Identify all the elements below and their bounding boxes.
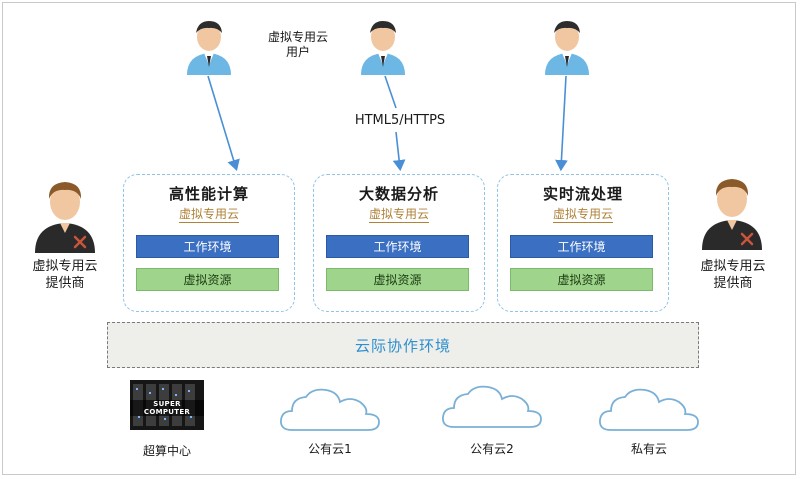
supercomputer-caption: SUPER COMPUTER xyxy=(130,400,204,416)
provider-label-left: 虚拟专用云 提供商 xyxy=(20,258,110,292)
panel-stream-title: 实时流处理 xyxy=(542,185,623,203)
collab-band: 云际协作环境 xyxy=(107,322,699,368)
panel-stream-subtitle: 虚拟专用云 xyxy=(498,205,668,223)
panel-hpc-work-env: 工作环境 xyxy=(136,235,279,258)
panel-big-data-subtitle-text: 虚拟专用云 xyxy=(368,207,429,223)
supercomputer-label: 超算中心 xyxy=(142,444,191,458)
public-cloud-1-label: 公有云1 xyxy=(308,442,352,456)
panel-big-data-virtual-resource: 虚拟资源 xyxy=(326,268,469,291)
arrow-user3 xyxy=(555,75,568,172)
public-cloud-1-icon xyxy=(280,388,380,431)
supercomputer-icon: SUPER COMPUTER xyxy=(130,380,204,430)
panel-big-data-work-env: 工作环境 xyxy=(326,235,469,258)
panel-big-data: 大数据分析 虚拟专用云 工作环境 虚拟资源 xyxy=(313,174,485,312)
panel-stream-work-env: 工作环境 xyxy=(510,235,653,258)
panel-big-data-subtitle: 虚拟专用云 xyxy=(314,205,484,223)
panel-stream-subtitle-text: 虚拟专用云 xyxy=(552,207,613,223)
collab-band-label: 云际协作环境 xyxy=(354,336,451,355)
panel-hpc: 高性能计算 虚拟专用云 工作环境 虚拟资源 xyxy=(123,174,295,312)
protocol-label: HTML5/HTTPS xyxy=(354,113,446,128)
private-cloud-label: 私有云 xyxy=(630,442,667,456)
public-cloud-2-label: 公有云2 xyxy=(470,442,514,456)
arrow-user2 xyxy=(384,75,397,109)
panel-big-data-title: 大数据分析 xyxy=(358,185,439,203)
arrow-user1 xyxy=(207,75,240,172)
provider-avatar-right-icon xyxy=(700,172,764,250)
user-avatar-2-icon xyxy=(358,15,408,75)
user-avatar-1-icon xyxy=(184,15,234,75)
panel-stream: 实时流处理 虚拟专用云 工作环境 虚拟资源 xyxy=(497,174,669,312)
provider-label-right: 虚拟专用云 提供商 xyxy=(688,258,778,292)
provider-avatar-left-icon xyxy=(33,175,97,253)
user-avatar-3-icon xyxy=(542,15,592,75)
panel-hpc-title: 高性能计算 xyxy=(168,185,249,203)
provider-label-right-line1: 虚拟专用云 xyxy=(700,259,766,274)
provider-label-left-line1: 虚拟专用云 xyxy=(32,259,98,274)
users-label-line2: 用户 xyxy=(285,45,310,59)
users-label-line1: 虚拟专用云 xyxy=(267,30,328,44)
arrow-user2-lower xyxy=(392,131,406,172)
users-label: 虚拟专用云 用户 xyxy=(258,30,338,60)
panel-stream-virtual-resource: 虚拟资源 xyxy=(510,268,653,291)
public-cloud-2-icon xyxy=(442,385,542,428)
provider-label-left-line2: 提供商 xyxy=(45,276,85,291)
panel-hpc-virtual-resource: 虚拟资源 xyxy=(136,268,279,291)
private-cloud-icon xyxy=(599,388,699,431)
panel-hpc-subtitle-text: 虚拟专用云 xyxy=(178,207,239,223)
provider-label-right-line2: 提供商 xyxy=(713,276,753,291)
panel-hpc-subtitle: 虚拟专用云 xyxy=(124,205,294,223)
